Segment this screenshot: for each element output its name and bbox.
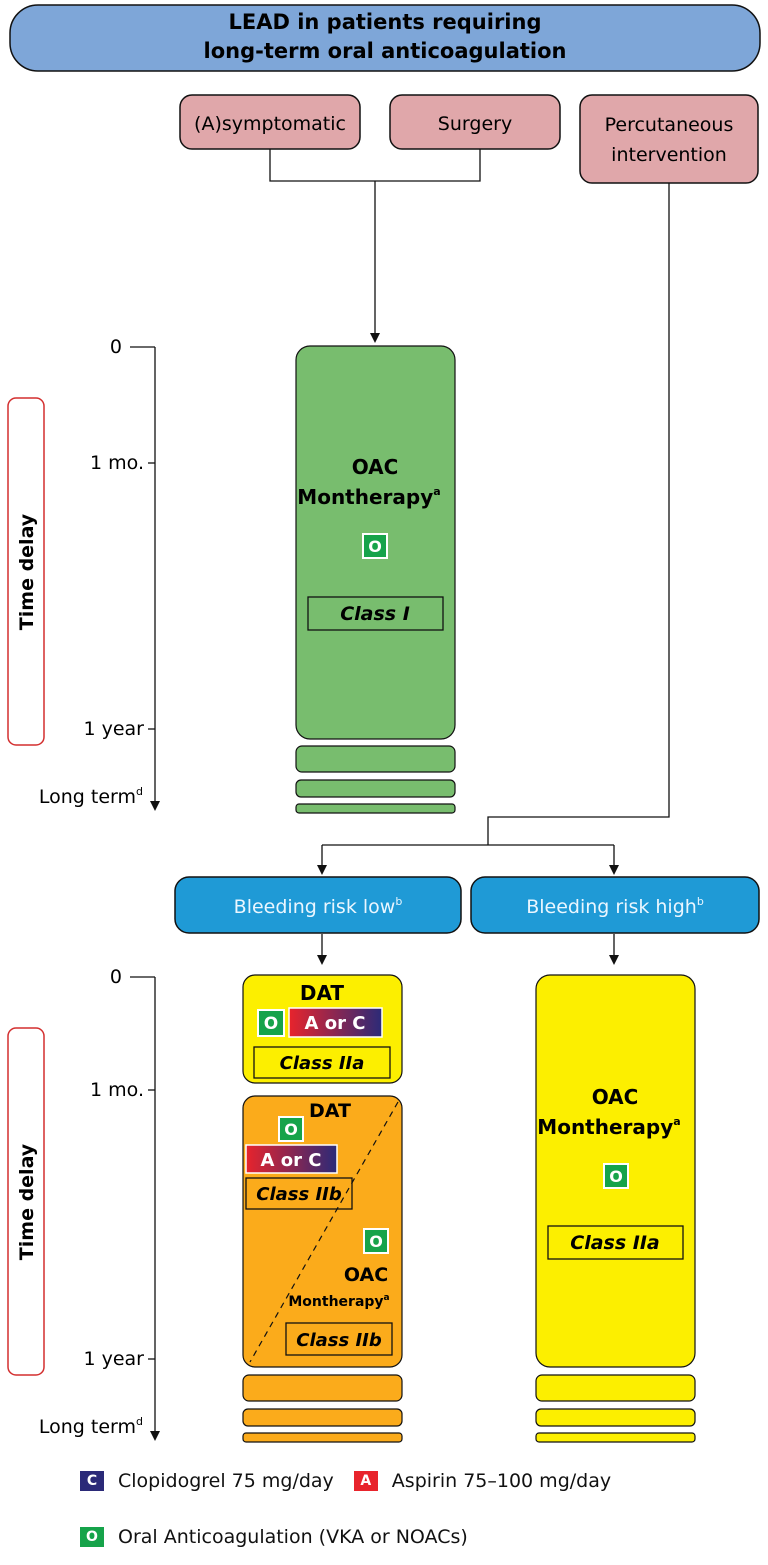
category-percutaneous-line1: Percutaneous bbox=[605, 114, 734, 136]
category-asymptomatic-label: (A)symptomatic bbox=[194, 113, 346, 135]
oac-monotherapy-block-high: OAC Montherapya O Class IIa bbox=[535, 974, 696, 1368]
legend-clopidogrel: Clopidogrel 75 mg/day bbox=[118, 1470, 334, 1492]
axis-upper-1year: 1 year bbox=[83, 718, 144, 740]
axis-lower-1year: 1 year bbox=[83, 1348, 144, 1370]
axis-upper-longterm: Long termd bbox=[39, 785, 143, 808]
axis-lower-1mo: 1 mo. bbox=[90, 1079, 144, 1101]
dat-then-oac-block: DAT O A or C Class IIb O OAC Montherapya… bbox=[242, 1095, 403, 1368]
svg-text:A or C: A or C bbox=[305, 1013, 366, 1034]
svg-text:O: O bbox=[368, 537, 382, 556]
bleeding-risk-high-label: Bleeding risk highb bbox=[526, 895, 704, 918]
axis-lower-zero: 0 bbox=[110, 966, 122, 988]
legend-oac: Oral Anticoagulation (VKA or NOACs) bbox=[118, 1526, 468, 1548]
time-delay-label-lower: Time delay bbox=[7, 1027, 45, 1376]
aspirin-or-clopidogrel-icon: A or C bbox=[288, 1007, 383, 1038]
top-oac-title: OAC bbox=[352, 455, 399, 479]
class-iia-box bbox=[253, 1046, 391, 1079]
svg-text:O: O bbox=[369, 1232, 383, 1251]
orange-continuation-bars bbox=[242, 1374, 403, 1443]
oac-icon: O bbox=[363, 1228, 389, 1254]
legend-row-1: C Clopidogrel 75 mg/day A Aspirin 75–100… bbox=[80, 1470, 611, 1492]
category-surgery-label: Surgery bbox=[438, 113, 512, 135]
clopidogrel-icon: C bbox=[80, 1471, 104, 1491]
dat2-title: DAT bbox=[309, 1100, 351, 1122]
high-oac-subtitle: Montherapya bbox=[537, 1115, 680, 1139]
dat1-title: DAT bbox=[300, 981, 345, 1005]
top-oac-subtitle: Montherapya bbox=[297, 485, 440, 509]
class-iib-label-bottom: Class IIb bbox=[296, 1330, 382, 1351]
time-delay-label-upper: Time delay bbox=[7, 397, 45, 746]
category-percutaneous-line2: intervention bbox=[611, 144, 727, 166]
category-asymptomatic: (A)symptomatic bbox=[179, 94, 361, 150]
legend-aspirin: Aspirin 75–100 mg/day bbox=[391, 1470, 612, 1492]
time-delay-lower-text: Time delay bbox=[16, 1143, 38, 1260]
class-iia-label: Class IIa bbox=[280, 1053, 365, 1074]
category-surgery: Surgery bbox=[389, 94, 561, 150]
bleeding-risk-high: Bleeding risk highb bbox=[470, 876, 760, 934]
oac-monotherapy-block-top: OAC Montherapya O Class I bbox=[295, 345, 456, 740]
svg-text:O: O bbox=[284, 1120, 298, 1139]
aspirin-icon: A bbox=[353, 1471, 378, 1491]
oac-icon: O bbox=[257, 1009, 285, 1037]
svg-text:A or C: A or C bbox=[261, 1150, 322, 1171]
svg-text:O: O bbox=[264, 1014, 278, 1034]
axis-upper-zero: 0 bbox=[110, 336, 122, 358]
oac-icon: O bbox=[278, 1116, 304, 1142]
legend-row-2: O Oral Anticoagulation (VKA or NOACs) bbox=[80, 1526, 468, 1548]
title-line1: LEAD in patients requiring bbox=[229, 10, 542, 34]
oac-icon: O bbox=[603, 1163, 629, 1189]
title-line2: long-term oral anticoagulation bbox=[204, 39, 567, 63]
axis-upper-1mo: 1 mo. bbox=[90, 452, 144, 474]
dat2-oac-title: OAC bbox=[344, 1264, 388, 1286]
oac-icon: O bbox=[80, 1527, 104, 1547]
class-iib-label-top: Class IIb bbox=[256, 1184, 342, 1205]
category-percutaneous: Percutaneous intervention bbox=[579, 94, 759, 184]
axis-lower-longterm: Long termd bbox=[39, 1415, 143, 1438]
aspirin-or-clopidogrel-icon: A or C bbox=[245, 1144, 338, 1174]
class-iib-box-top bbox=[245, 1177, 353, 1210]
oac-icon: O bbox=[362, 533, 388, 559]
connector-lines bbox=[269, 149, 670, 965]
bleeding-risk-low: Bleeding risk lowb bbox=[174, 876, 462, 934]
dat-block-first-month: DAT O A or C Class IIa bbox=[242, 974, 403, 1084]
svg-text:O: O bbox=[609, 1167, 623, 1186]
time-axis-lower: 0 1 mo. 1 year Long termd bbox=[39, 966, 160, 1441]
time-delay-upper-text: Time delay bbox=[16, 513, 38, 630]
class-iia-label-high: Class IIa bbox=[570, 1232, 659, 1254]
dat2-oac-subtitle: Montherapya bbox=[288, 1293, 389, 1310]
class-iib-box-bottom bbox=[285, 1322, 393, 1356]
high-oac-title: OAC bbox=[592, 1085, 639, 1109]
yellow-continuation-bars bbox=[535, 1374, 696, 1443]
class-i-box bbox=[307, 596, 444, 631]
green-continuation-bars bbox=[295, 745, 456, 814]
class-i-label: Class I bbox=[340, 603, 410, 625]
time-axis-upper: 0 1 mo. 1 year Long termd bbox=[39, 336, 160, 811]
title-box: LEAD in patients requiring long-term ora… bbox=[9, 4, 761, 72]
bleeding-risk-low-label: Bleeding risk lowb bbox=[234, 895, 403, 918]
class-iia-box-high bbox=[547, 1225, 684, 1260]
